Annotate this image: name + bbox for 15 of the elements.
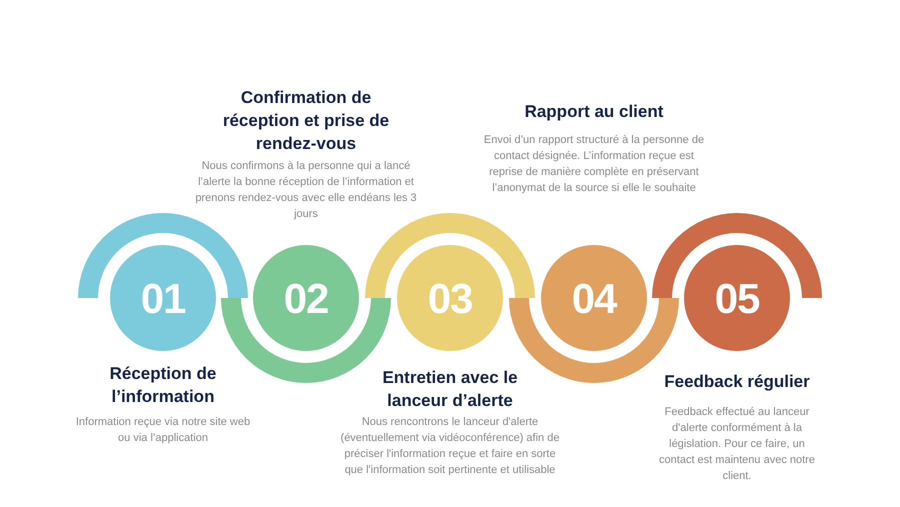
step-heading: Confirmation de réception et prise de rendez-vous: [222, 87, 390, 155]
step-number: 04: [572, 274, 616, 324]
step-description: Nous confirmons à la personne qui a lancé l’alerte la bonne réception de l’information et prenons rendez-vous avec elle endéans les 3 jours: [194, 159, 418, 222]
step-heading: Réception de l’information: [108, 363, 218, 408]
step-description: Information reçue via notre site web ou via l’application: [76, 415, 250, 446]
step-number: 02: [284, 274, 328, 324]
step-heading: Rapport au client: [524, 101, 664, 123]
step-description: Nous rencontrons le lanceur d'alerte (éventuellement via vidéoconférence) afin de préciser l'information reçue et faire en sorte que l'information soit pertinente et utilisable: [340, 415, 560, 478]
step-number: 03: [428, 274, 472, 324]
step-number: 05: [714, 274, 760, 324]
step-description: Feedback effectué au lanceur d'alerte conformément à la législation. Pour ce faire, un contact est maintenu avec notre client.: [658, 405, 816, 484]
step-description: Envoi d’un rapport structuré à la personne de contact désignée. L’information reçue est reprise de manière complète en préservant l’anonymat de la source si elle le souhaite: [482, 133, 706, 196]
step-heading: Feedback régulier: [663, 371, 811, 393]
step-heading: Entretien avec le lanceur d’alerte: [381, 367, 519, 412]
step-number: 01: [140, 274, 186, 324]
